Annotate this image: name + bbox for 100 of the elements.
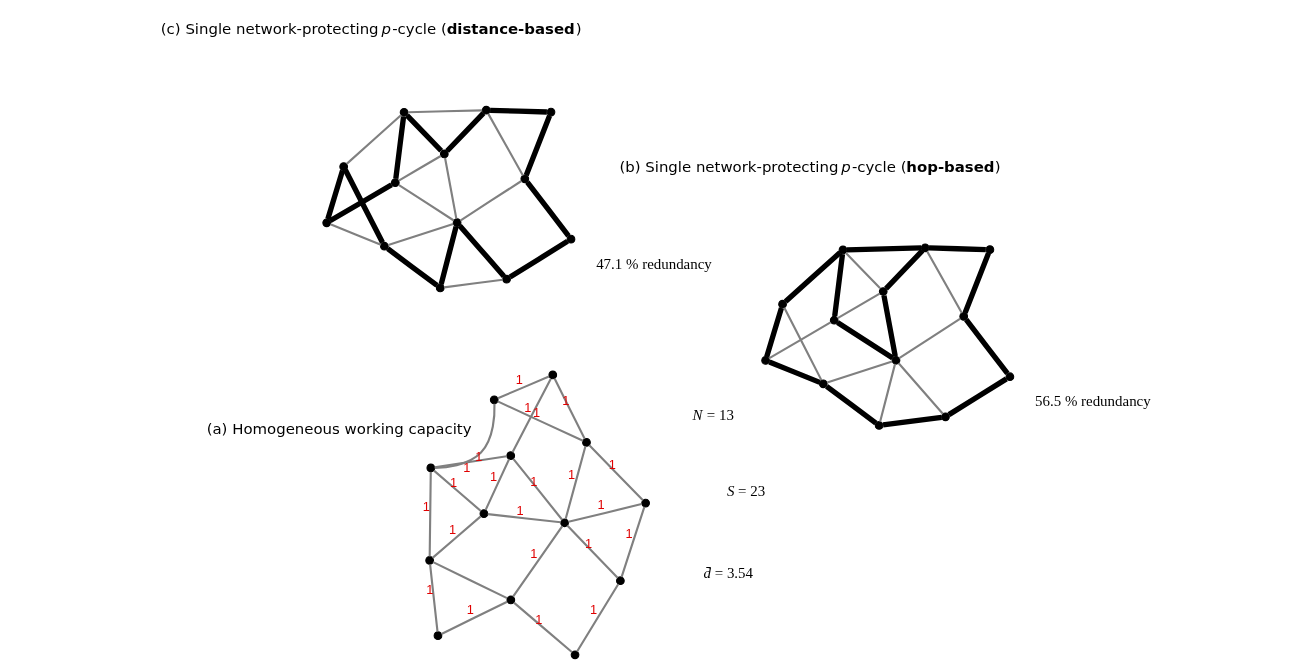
connector [342, 168, 385, 244]
connector [575, 583, 619, 652]
connector [345, 114, 402, 165]
connector [443, 157, 457, 219]
connector [324, 169, 345, 220]
edge-label: 1 [534, 611, 542, 627]
connector [404, 113, 443, 153]
connector [428, 471, 432, 557]
connector [767, 321, 831, 360]
connector [484, 458, 510, 511]
edge-label: 1 [596, 497, 605, 513]
node-circle [640, 498, 650, 508]
node-circle [505, 595, 515, 605]
connector [880, 295, 898, 357]
node-circle [479, 509, 488, 518]
node-circle [435, 283, 445, 293]
connector [883, 248, 924, 291]
connector [397, 155, 441, 182]
node-circle [570, 650, 579, 660]
node-circle [920, 243, 930, 253]
node-circle [481, 105, 491, 115]
edge-label: 1 [422, 498, 430, 514]
edge-label: 1 [462, 460, 470, 476]
connector [434, 403, 496, 470]
node-circle [489, 395, 499, 405]
connector [407, 109, 482, 114]
edge-label: 1 [608, 457, 616, 473]
connector [444, 111, 485, 153]
edge-label: 1 [515, 371, 523, 387]
connector [397, 183, 454, 222]
edge-label: 1 [532, 405, 540, 421]
connector [512, 458, 563, 521]
edge-label: 1 [448, 521, 456, 537]
node-circle [615, 576, 625, 586]
connector [512, 601, 572, 653]
connector [925, 250, 963, 314]
connector [486, 113, 524, 176]
node-circle [878, 287, 888, 296]
node-circle [818, 379, 828, 389]
node-circle [452, 218, 461, 228]
connector [443, 278, 503, 289]
node-circle [379, 241, 389, 251]
node-circle [390, 178, 400, 188]
node-circle [1005, 372, 1014, 382]
node-circle [829, 315, 839, 325]
connector [928, 245, 986, 253]
connector [523, 114, 552, 177]
edge-label: 1 [489, 468, 497, 484]
connector [496, 400, 583, 442]
label: (a) Homogeneous working capacity [206, 419, 472, 438]
edge-label: 1 [523, 399, 531, 415]
label: 56.5 % redundancy [1034, 393, 1151, 410]
connector [844, 252, 881, 290]
connector [836, 292, 880, 320]
edge-label: 1 [625, 526, 633, 542]
node-circle [546, 107, 555, 117]
edge-label: 1 [529, 545, 537, 561]
node-circle [985, 245, 994, 255]
connector [432, 561, 508, 600]
connector [566, 524, 618, 579]
connector [489, 107, 547, 115]
connector [783, 250, 842, 304]
connector [432, 469, 482, 512]
label: (b) Single network-protecting p-cycle (hop-based) [618, 158, 1001, 177]
edge-label: 1 [589, 602, 597, 618]
connector [767, 359, 821, 385]
connector [438, 225, 459, 285]
node-circle [940, 412, 950, 422]
connector [826, 360, 892, 384]
node-circle [439, 149, 449, 159]
node-circle [874, 421, 883, 430]
connector [459, 180, 522, 222]
label: 47.1 % redundancy [595, 255, 712, 272]
connector [620, 506, 645, 578]
node-circle [566, 234, 575, 244]
connector [897, 362, 944, 415]
node-circle [581, 438, 591, 447]
node-circle [424, 556, 434, 565]
edge-label: 1 [474, 448, 482, 464]
connector [553, 378, 586, 440]
node-circle [505, 451, 515, 460]
connector [329, 223, 381, 246]
connector [567, 503, 642, 523]
label: d̄ = 3.54 [703, 565, 753, 582]
node-circle [433, 631, 442, 641]
node-circle [891, 355, 900, 365]
node-circle [777, 299, 787, 309]
connector [440, 600, 508, 635]
connector [392, 116, 406, 179]
node-circle [399, 108, 408, 117]
node-circle [338, 162, 348, 171]
node-circle [547, 370, 557, 380]
edge-label: 1 [466, 602, 474, 618]
connector [878, 363, 896, 422]
connector [588, 444, 644, 502]
node-circle [519, 174, 529, 184]
connector [963, 318, 1009, 376]
connector [457, 223, 506, 278]
connector [564, 446, 586, 520]
connector [763, 307, 784, 358]
